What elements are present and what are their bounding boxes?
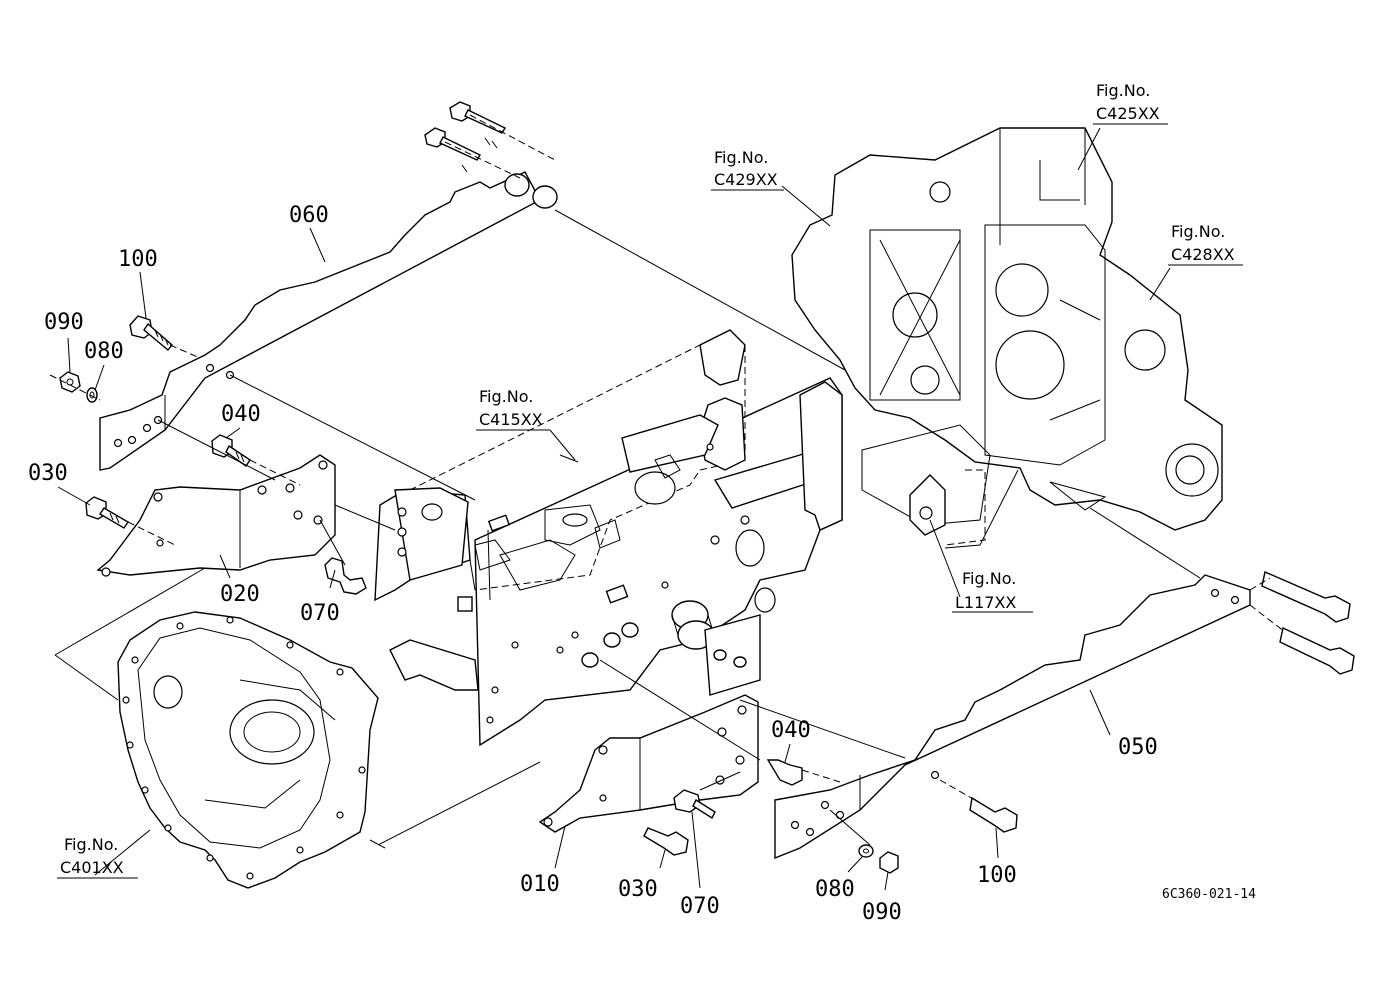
clutch-housing-drawing	[117, 611, 379, 889]
figref-l117-code: L117XX	[955, 593, 1016, 612]
figref-c428: Fig.No. C428XX	[1168, 222, 1243, 266]
callout-030-bottom: 030	[618, 877, 658, 902]
callout-050: 050	[1118, 735, 1158, 760]
callout-040-bottom: 040	[771, 718, 811, 743]
figref-l117-label: Fig.No.	[962, 569, 1016, 588]
bracket-020-drawing	[96, 454, 336, 577]
figref-c401-code: C401XX	[60, 858, 124, 877]
bolt-070-bottom-drawing	[673, 789, 716, 820]
bolt-070-top-drawing	[324, 557, 367, 595]
callout-100-bottom: 100	[977, 863, 1017, 888]
callout-100-top: 100	[118, 247, 158, 272]
bolt-040-bottom-drawing	[766, 759, 803, 786]
callout-090-top: 090	[44, 310, 84, 335]
front-frame-drawing	[374, 329, 843, 747]
callout-040-top: 040	[221, 402, 261, 427]
callout-020: 020	[220, 582, 260, 607]
assembly-guide-lines	[49, 114, 1286, 849]
callout-090-bottom: 090	[862, 900, 902, 925]
bolt-030-bottom-drawing	[643, 827, 689, 856]
drawing-code: 6C360-021-14	[1162, 887, 1256, 902]
figref-c428-code: C428XX	[1171, 245, 1235, 264]
figref-c429-label: Fig.No.	[714, 148, 768, 167]
callout-080-top: 080	[84, 339, 124, 364]
callout-030-top: 030	[28, 461, 68, 486]
figref-c429-code: C429XX	[714, 170, 778, 189]
figref-c429: Fig.No. C429XX	[711, 148, 784, 191]
leader-lines	[57, 127, 1171, 891]
bolt-040-top-drawing	[211, 434, 251, 467]
bolt-030-top-drawing	[85, 496, 129, 529]
frame-050-drawing	[774, 574, 1251, 860]
figref-c415: Fig.No. C415XX	[476, 387, 576, 461]
washer-080-bottom-drawing	[858, 844, 874, 858]
bolts-right-pair-drawing	[1261, 571, 1355, 675]
figref-c401: Fig.No. C401XX	[57, 835, 138, 879]
figref-c415-label: Fig.No.	[479, 387, 533, 406]
frame-060-drawing	[99, 171, 558, 471]
figref-c401-label: Fig.No.	[64, 835, 118, 854]
transmission-housing-drawing	[791, 127, 1223, 546]
bolt-100-bottom-drawing	[969, 796, 1018, 833]
bracket-010-drawing	[538, 694, 759, 833]
figref-c425-label: Fig.No.	[1096, 81, 1150, 100]
callout-010: 010	[520, 872, 560, 897]
figref-c425: Fig.No. C425XX	[1093, 81, 1168, 125]
bolts-top-pair-drawing	[424, 101, 506, 173]
washer-080-top-drawing	[86, 387, 98, 403]
bolt-100-top-drawing	[129, 315, 173, 351]
figref-c428-label: Fig.No.	[1171, 222, 1225, 241]
callout-080-bottom: 080	[815, 877, 855, 902]
figref-l117: Fig.No. L117XX	[952, 569, 1033, 613]
callout-070-top: 070	[300, 601, 340, 626]
callout-060: 060	[289, 203, 329, 228]
figref-c415-code: C415XX	[479, 410, 543, 429]
nut-090-bottom-drawing	[879, 851, 899, 874]
callout-070-bottom: 070	[680, 894, 720, 919]
figref-c425-code: C425XX	[1096, 104, 1160, 123]
